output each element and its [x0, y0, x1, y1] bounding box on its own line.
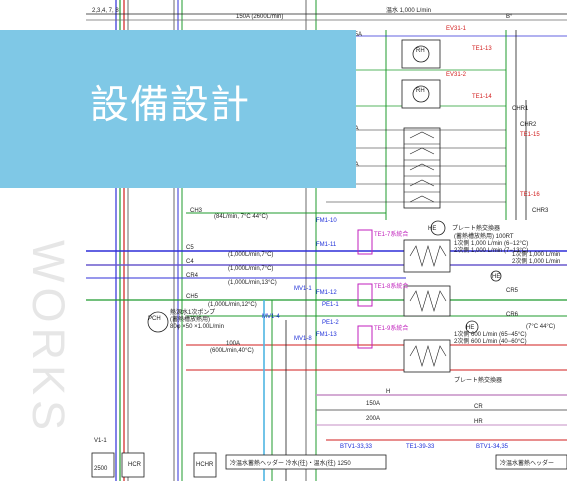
valve-label-3: MV1-8 [294, 336, 312, 342]
rh-label-1: RH [416, 48, 425, 54]
he-label-2: HE [492, 274, 500, 280]
bottom-btv-label-1: BTV1-34,35 [476, 444, 509, 450]
line-label-cr4: CR4 [186, 273, 199, 279]
hr-small-label: HR [474, 419, 483, 425]
right-spec-2: 2次側 1,000 L/min [512, 257, 560, 265]
chr-label-3: CHR3 [532, 208, 549, 214]
temp-note: 温水 1,000 L/min [386, 6, 431, 14]
line-label-c4: C4 [186, 259, 194, 265]
heat-flow-2: (600L/min,40°C) [210, 348, 254, 354]
hx-spec-1: (蓄熱槽放熱用) 100RT [454, 232, 514, 240]
pump-spec: 熱源水1次ポンプ [170, 308, 215, 316]
te-label-13: TE1-13 [472, 46, 492, 52]
ev-label-1: EV31-1 [446, 26, 467, 32]
line-flow-4: (1,000L/min,12°C) [208, 302, 257, 308]
hx3-spec-2: 2次側 600 L/min (40−60°C) [454, 337, 527, 345]
te-loop-1: TE1-7系統合 [374, 230, 408, 238]
line-flow-3: (1,000L/min,13°C) [228, 280, 277, 286]
right-spec-1: 1次側 1,000 L/min [512, 250, 560, 258]
fm-label-10: FM1-10 [316, 218, 337, 224]
header-label-1: 冷温水蓄熱ヘッダー 冷水(往)・温水(往) 1250 [230, 459, 351, 467]
line-label-cr6: CR6 [506, 312, 519, 318]
line-label-c5: C5 [186, 245, 194, 251]
fm-label-13: FM1-13 [316, 332, 337, 338]
line-flow-2: (1,000L/min,7°C) [228, 266, 273, 272]
bottom-te-label: TE1-39-33 [406, 444, 435, 450]
te-label-14: TE1-14 [472, 94, 492, 100]
line-flow-1: (1,000L/min,7°C) [228, 252, 273, 258]
top-line-label: 2,3,4, 7, 8 [92, 8, 119, 14]
edge-v1-label: V1-1 [94, 438, 107, 444]
te-label-16: TE1-16 [520, 192, 540, 198]
hcr-label: HCR [128, 462, 142, 468]
valve-label-4: PE1-1 [322, 302, 339, 308]
right-spec-3: (7°C 44°C) [526, 324, 555, 330]
te-label-15: TE1-15 [520, 132, 540, 138]
he-label-1: HE [428, 226, 436, 232]
hx-spec-3: 2次側 1,000 L/min (7−13°C) [454, 246, 528, 254]
page-title: 設備設計 [90, 84, 251, 127]
pump-spec-2: (蓄熱槽放熱用) [170, 315, 210, 323]
header-label-2: 冷温水蓄熱ヘッダー [500, 459, 554, 467]
pipe-size-4: 150A [366, 401, 380, 407]
chr-label-2: CHR2 [520, 122, 537, 128]
line-label-cr5: CR5 [506, 288, 519, 294]
fm-label-12: FM1-12 [316, 290, 337, 296]
pipe-size-5: 200A [366, 416, 380, 422]
plate-hx-label-2: プレート熱交換器 [454, 376, 502, 384]
ev-label-2: EV31-2 [446, 72, 467, 78]
heat-flow: 100A [226, 341, 240, 347]
te-loop-2: TE1-8系統合 [374, 282, 408, 290]
chr-label-1: CHR1 [512, 106, 529, 112]
valve-label-5: PE1-2 [322, 320, 339, 326]
ch3-flow: (84L/min, 7°C 44°C) [214, 214, 268, 220]
h-small-label: H [386, 389, 390, 395]
line-label-ch5: CH5 [186, 294, 199, 300]
pump-label: PCH [148, 316, 161, 322]
hx-spec-2: 1次側 1,000 L/min (6−12°C) [454, 239, 528, 247]
title-banner [0, 30, 356, 188]
flow-150a-label: 150A (2600L/min) [236, 14, 283, 20]
pump-spec-3: 80φ ×50 ×1.00L/min [170, 324, 224, 330]
hx3-spec-1: 1次側 600 L/min (65−45°C) [454, 330, 527, 338]
rh-label-2: RH [416, 88, 425, 94]
valve-label-2: MV1-4 [262, 314, 280, 320]
bottom-btv-label-2: BTV1-33,33 [340, 444, 373, 450]
works-label: WORKS [16, 240, 76, 470]
fm-label-11: FM1-11 [316, 242, 337, 248]
works-label-text: WORKS [23, 240, 74, 436]
hchr-label: HCHR [196, 462, 214, 468]
edge-2500-label: 2500 [94, 466, 108, 472]
ch3-label: CH3 [190, 208, 203, 214]
valve-label-1: MV1-1 [294, 286, 312, 292]
he-label-3: HE [466, 325, 474, 331]
plate-hx-label: プレート熱交換器 [452, 224, 500, 232]
cr-small-label: CR [474, 404, 483, 410]
te-loop-3: TE1-9系統合 [374, 324, 408, 332]
b-label: B° [506, 14, 513, 20]
